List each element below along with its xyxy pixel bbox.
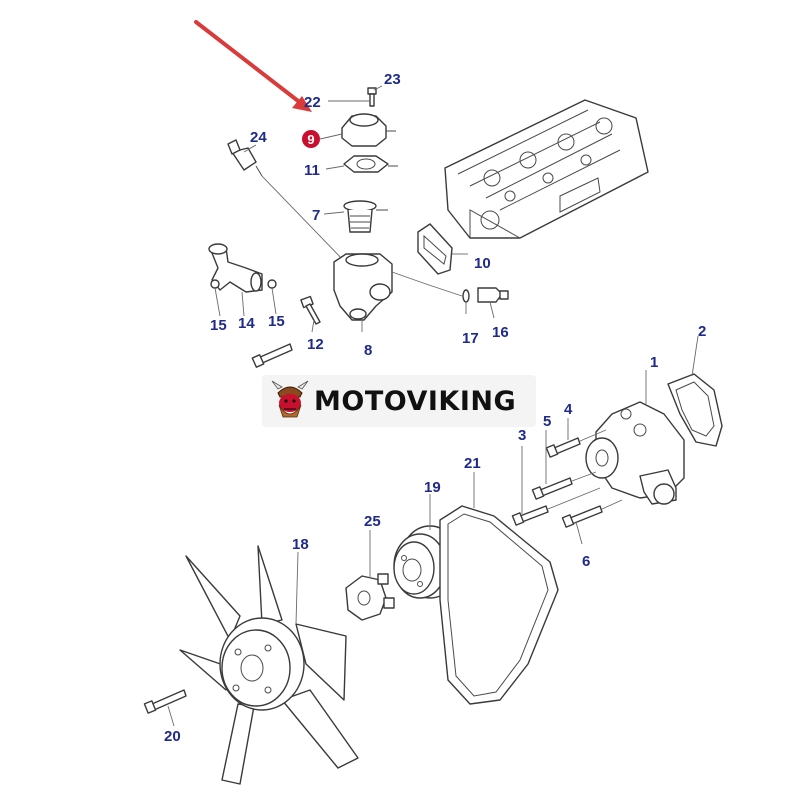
v-belt [439,505,559,705]
callout-21: 21 [464,455,481,472]
callout-4: 4 [564,401,573,418]
callout-11: 11 [304,162,320,179]
callout-leaders [167,85,699,727]
thermostat-cover: 9 [302,113,396,148]
housing-gasket [417,223,453,275]
fan-hub [345,573,395,621]
callout-23: 23 [384,71,401,88]
cooling-fan [179,545,359,785]
thermostat [343,200,388,233]
callout-15-right: 15 [268,313,285,330]
pump-bolts [511,429,623,528]
thermostat-housing [333,253,463,321]
callout-2: 2 [698,323,706,340]
callout-5: 5 [543,413,551,430]
callout-25: 25 [364,513,381,530]
thermostat-gasket [343,155,398,173]
callout-labels: 23 22 24 11 7 10 17 16 8 12 15 14 15 1 2… [164,71,706,745]
callout-17: 17 [462,330,479,347]
highlight-label: 9 [307,132,314,147]
fan-bolt [143,689,187,714]
callout-18: 18 [292,536,309,553]
callout-3: 3 [518,427,526,444]
callout-10: 10 [474,255,491,272]
callout-22: 22 [304,94,321,111]
callout-14: 14 [238,315,255,332]
callout-16: 16 [492,324,509,341]
bolt-12 [300,295,321,325]
callout-6: 6 [582,553,590,570]
long-bolt [251,343,293,368]
brand-name: MOTOVIKING [314,385,517,417]
callout-7: 7 [312,207,320,224]
bypass-pipe [208,243,277,293]
callout-1: 1 [650,354,658,371]
viking-logo-icon [271,380,309,418]
brand-watermark: MOTOVIKING [262,375,536,427]
water-pump [585,401,685,505]
cylinder-head [444,99,649,239]
pump-gasket [667,373,723,447]
callout-8: 8 [364,342,372,359]
water-temp-switch [462,287,509,303]
highlight-marker [302,130,320,148]
callout-19: 19 [424,479,441,496]
pointer-arrow [194,20,312,112]
callout-15-left: 15 [210,317,227,334]
bolt-23 [367,87,377,107]
callout-20: 20 [164,728,181,745]
callout-24: 24 [250,129,267,146]
callout-12: 12 [307,336,324,353]
temperature-sensor [227,139,346,263]
